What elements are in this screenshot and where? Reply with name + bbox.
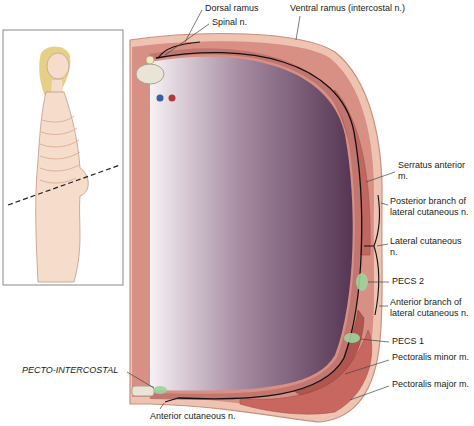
- block-label: PECTO-INTERCOSTAL: [22, 365, 118, 376]
- nerve-label: Lateral cutaneous n.: [390, 236, 470, 258]
- muscle-label: Pectoralis major m.: [392, 379, 470, 390]
- nerve-label: Posterior branch of lateral cutaneous n.: [390, 196, 470, 218]
- block-label: PECS 1: [392, 336, 424, 347]
- nerve-label: Dorsal ramus: [205, 3, 259, 14]
- muscle-label: Pectoralis minor m.: [392, 352, 470, 363]
- nerve-label: Anterior branch of lateral cutaneous n.: [390, 297, 470, 319]
- nerve-label: Ventral ramus (intercostal n.): [290, 3, 405, 14]
- muscle-label: Serratus anterior m.: [398, 160, 470, 182]
- block-label: PECS 2: [392, 276, 424, 287]
- nerve-label: Spinal n.: [212, 17, 247, 28]
- nerve-label: Anterior cutaneous n.: [150, 411, 236, 422]
